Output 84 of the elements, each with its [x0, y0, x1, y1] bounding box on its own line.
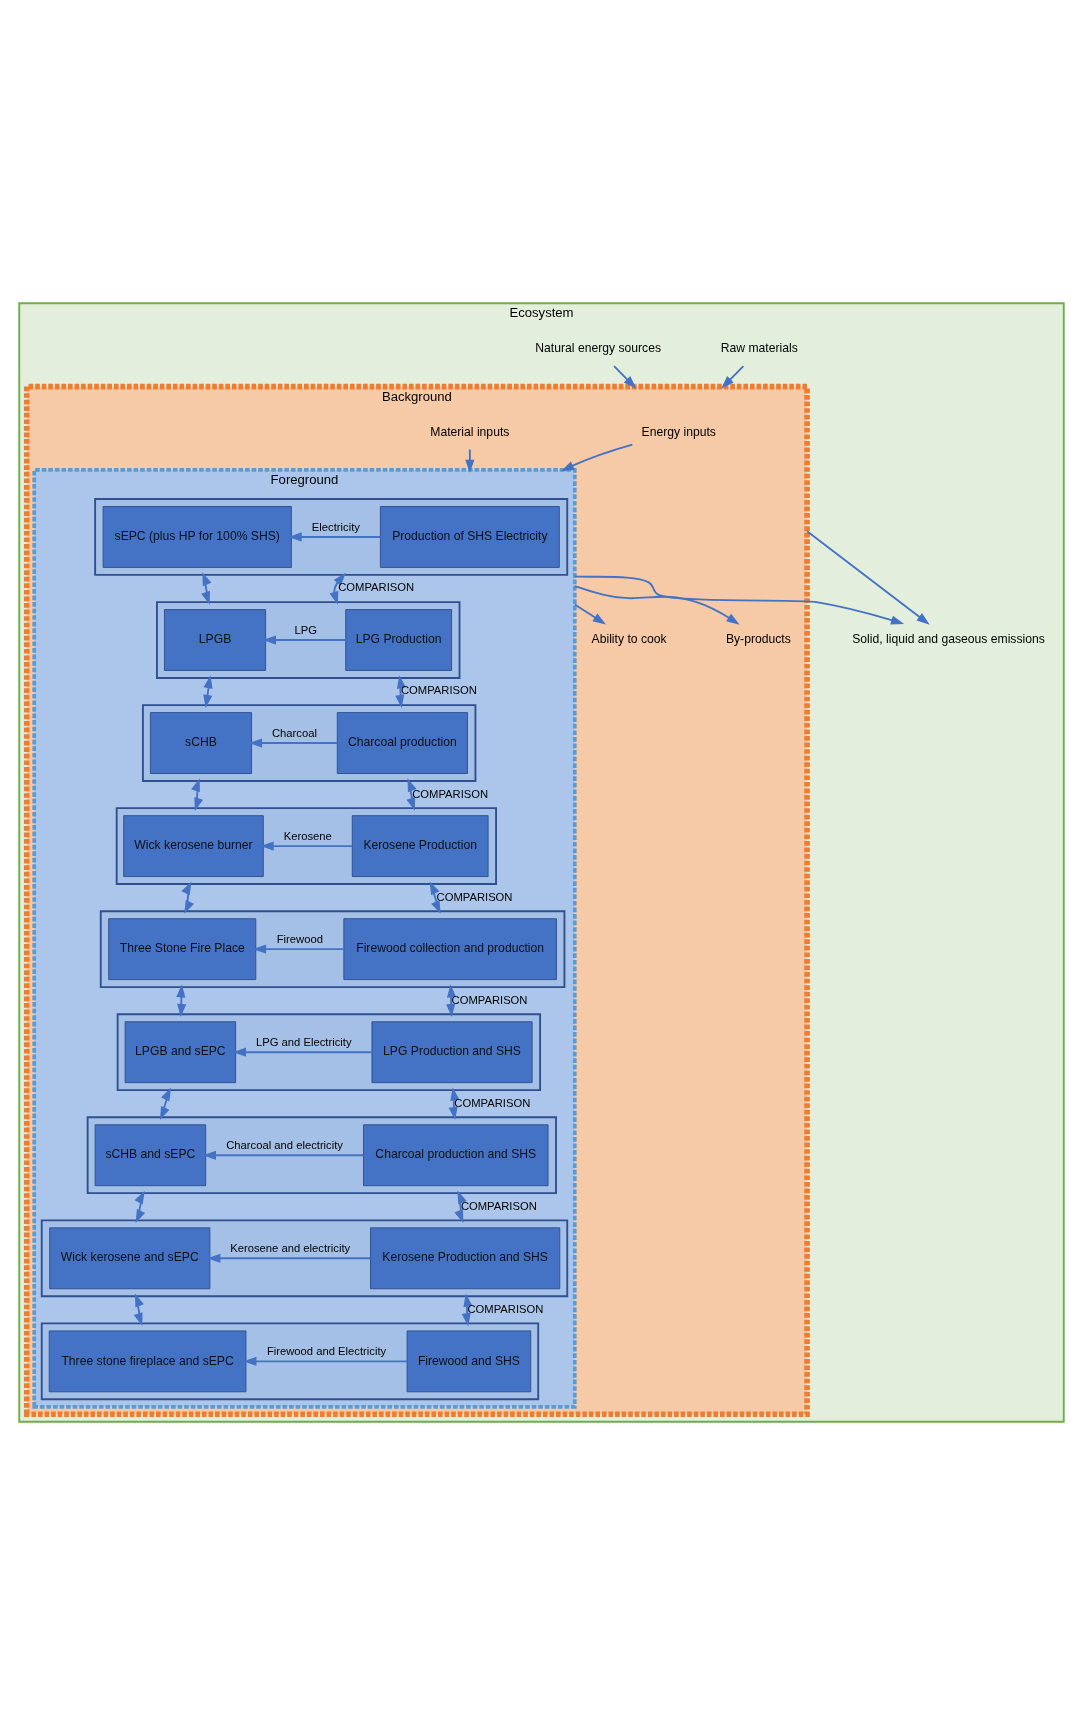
- edge-label: COMPARISON: [436, 890, 513, 903]
- arrow: [429, 881, 441, 914]
- node-box: sCHB and sEPC: [94, 1123, 207, 1186]
- node-box: Kerosene Production: [351, 814, 489, 877]
- arrow: [573, 584, 740, 625]
- arrow: [133, 1293, 144, 1326]
- node-text: Energy inputs: [641, 424, 716, 439]
- arrow: [260, 841, 354, 851]
- arrow: [613, 364, 637, 389]
- edge-label: COMPARISON: [338, 580, 415, 593]
- cluster: [94, 497, 569, 576]
- node-text: Ability to cook: [591, 631, 667, 646]
- arrow: [446, 983, 457, 1017]
- arrow: [253, 944, 345, 954]
- arrow: [560, 443, 634, 471]
- arrow: [395, 674, 406, 708]
- arrow: [329, 572, 346, 605]
- arrow: [806, 529, 930, 625]
- edge-label: COMPARISON: [467, 1302, 544, 1315]
- node-box: sCHB: [149, 711, 253, 774]
- cluster: [99, 909, 566, 988]
- node-box: LPGB and sEPC: [124, 1020, 237, 1083]
- node-box: Wick kerosene burner: [123, 814, 264, 877]
- node-box: Firewood collection and production: [343, 917, 557, 980]
- edge-label: COMPARISON: [451, 993, 528, 1006]
- edge-label: Electricity: [311, 520, 360, 533]
- arrow: [203, 674, 213, 708]
- arrow: [454, 1190, 467, 1223]
- arrow: [232, 1047, 373, 1057]
- node-box: LPG Production and SHS: [371, 1020, 533, 1083]
- node-box: Three stone fireplace and sEPC: [48, 1329, 247, 1392]
- arrow: [176, 983, 187, 1017]
- node-text: Solid, liquid and gaseous emissions: [852, 631, 1045, 646]
- node-box: Charcoal production: [336, 711, 468, 774]
- arrow: [448, 1086, 460, 1120]
- node-box: Three Stone Fire Place: [108, 917, 257, 980]
- node-box: Kerosene Production and SHS: [370, 1226, 561, 1289]
- arrow: [134, 1190, 146, 1223]
- node-box: LPG Production: [345, 608, 453, 671]
- cluster: [116, 1012, 542, 1091]
- arrow: [573, 574, 905, 624]
- edge-label: COMPARISON: [400, 683, 477, 696]
- edge-label: LPG and Electricity: [256, 1035, 352, 1048]
- node-box: Wick kerosene and sEPC: [49, 1226, 211, 1289]
- edge-label: Kerosene: [283, 829, 332, 842]
- node-box: Charcoal production and SHS: [363, 1123, 549, 1186]
- edge-label: COMPARISON: [454, 1096, 531, 1109]
- arrow: [461, 1292, 473, 1326]
- cluster: [115, 806, 497, 885]
- node-box: Firewood and SHS: [406, 1329, 532, 1392]
- node-text: Natural energy sources: [535, 340, 662, 355]
- node-text: Material inputs: [430, 424, 510, 439]
- cluster: [40, 1321, 540, 1400]
- edge-label: Charcoal: [271, 726, 317, 739]
- arrow: [248, 737, 338, 748]
- edge-label: COMPARISON: [412, 786, 489, 799]
- cluster: [86, 1115, 557, 1194]
- arrow: [202, 1150, 365, 1160]
- arrow: [573, 603, 606, 624]
- edge-label: COMPARISON: [460, 1199, 537, 1212]
- edge-label: Charcoal and electricity: [226, 1138, 343, 1151]
- arrow: [406, 777, 417, 811]
- cluster: [141, 703, 477, 782]
- node-box: Production of SHS Electricity: [379, 505, 560, 568]
- cluster: [156, 600, 461, 679]
- edge-label: LPG: [294, 623, 317, 636]
- node-text: By-products: [725, 631, 791, 646]
- arrow: [201, 571, 212, 605]
- cluster: [40, 1218, 569, 1297]
- node-box: LPGB: [164, 608, 267, 671]
- arrow: [159, 1087, 171, 1120]
- edge-label: Kerosene and electricity: [230, 1241, 351, 1254]
- arrow: [243, 1356, 408, 1366]
- arrow: [465, 448, 475, 473]
- arrow: [262, 634, 347, 645]
- arrow: [288, 531, 382, 542]
- edge-label: Firewood and Electricity: [266, 1344, 387, 1357]
- edge-label: Firewood: [276, 932, 323, 945]
- arrow: [191, 777, 204, 811]
- arrow: [207, 1253, 372, 1263]
- node-text: Raw materials: [720, 340, 798, 355]
- arrow: [181, 881, 195, 914]
- arrow: [721, 364, 745, 389]
- node-box: sEPC (plus HP for 100% SHS): [102, 505, 292, 568]
